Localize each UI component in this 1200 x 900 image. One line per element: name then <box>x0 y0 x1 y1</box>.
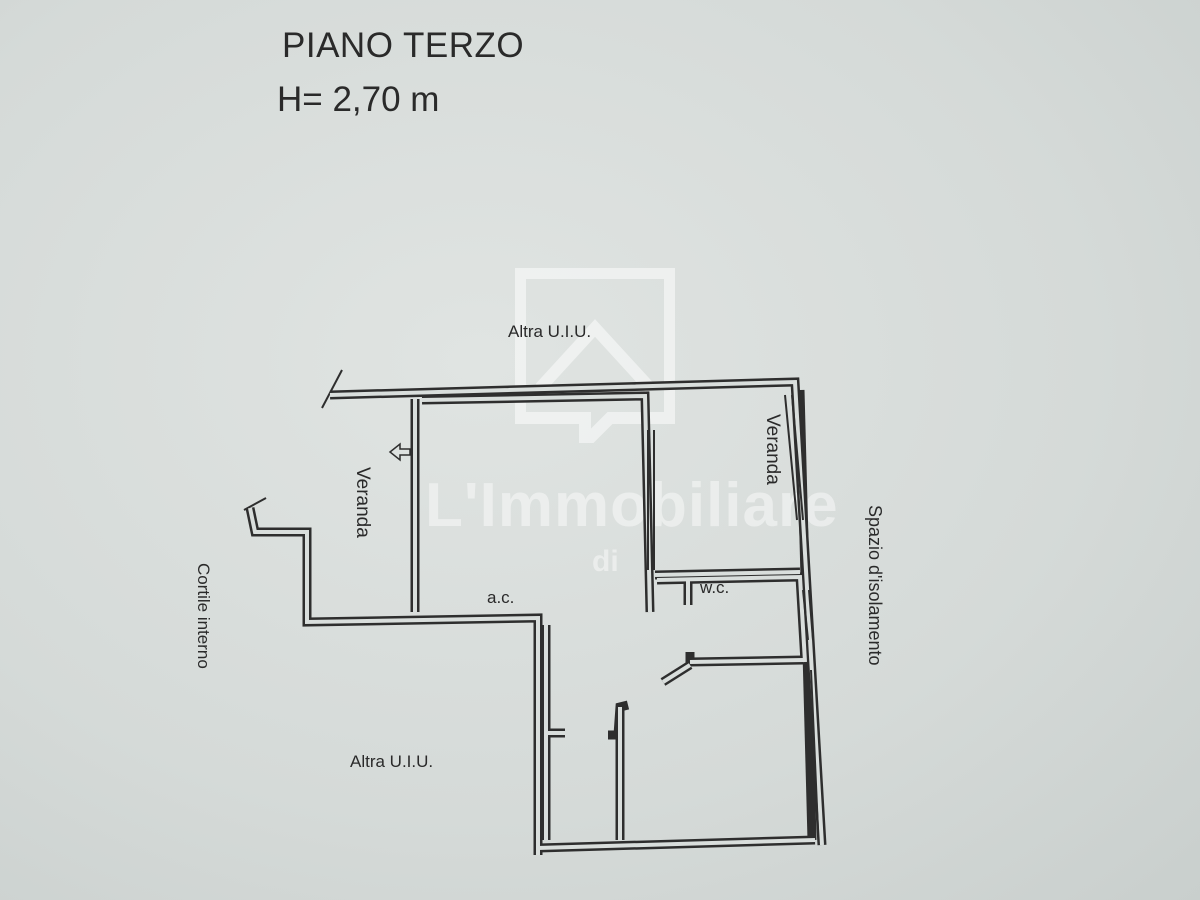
watermark-logo-di: di <box>592 545 619 578</box>
label-wc: w.c. <box>700 578 730 597</box>
wall-room-top <box>421 391 655 613</box>
label-veranda-left: Veranda <box>352 467 373 538</box>
label-cortile-interno: Cortile interno <box>194 563 213 669</box>
wall-step-break <box>243 497 267 511</box>
wall-top-break <box>321 369 343 409</box>
wall-top-outer <box>329 377 827 846</box>
floor-title: PIANO TERZO <box>282 26 525 65</box>
label-veranda-right: Veranda <box>762 414 783 485</box>
entrance-arrow-icon <box>388 442 411 462</box>
label-altra-uiu-top: Altra U.I.U. <box>508 322 592 341</box>
watermark-logo-text: L'Immobiliare <box>425 471 839 540</box>
label-spazio-isolamento: Spazio d'isolamento <box>865 505 885 666</box>
wall-wc-top <box>656 572 810 663</box>
ceiling-height: H= 2,70 m <box>277 80 440 119</box>
window-marks <box>411 394 819 831</box>
watermark-house-icon <box>515 268 675 443</box>
wall-left-steps <box>245 507 543 855</box>
label-ac: a.c. <box>487 588 515 607</box>
label-altra-uiu-bottom: Altra U.I.U. <box>350 752 434 771</box>
